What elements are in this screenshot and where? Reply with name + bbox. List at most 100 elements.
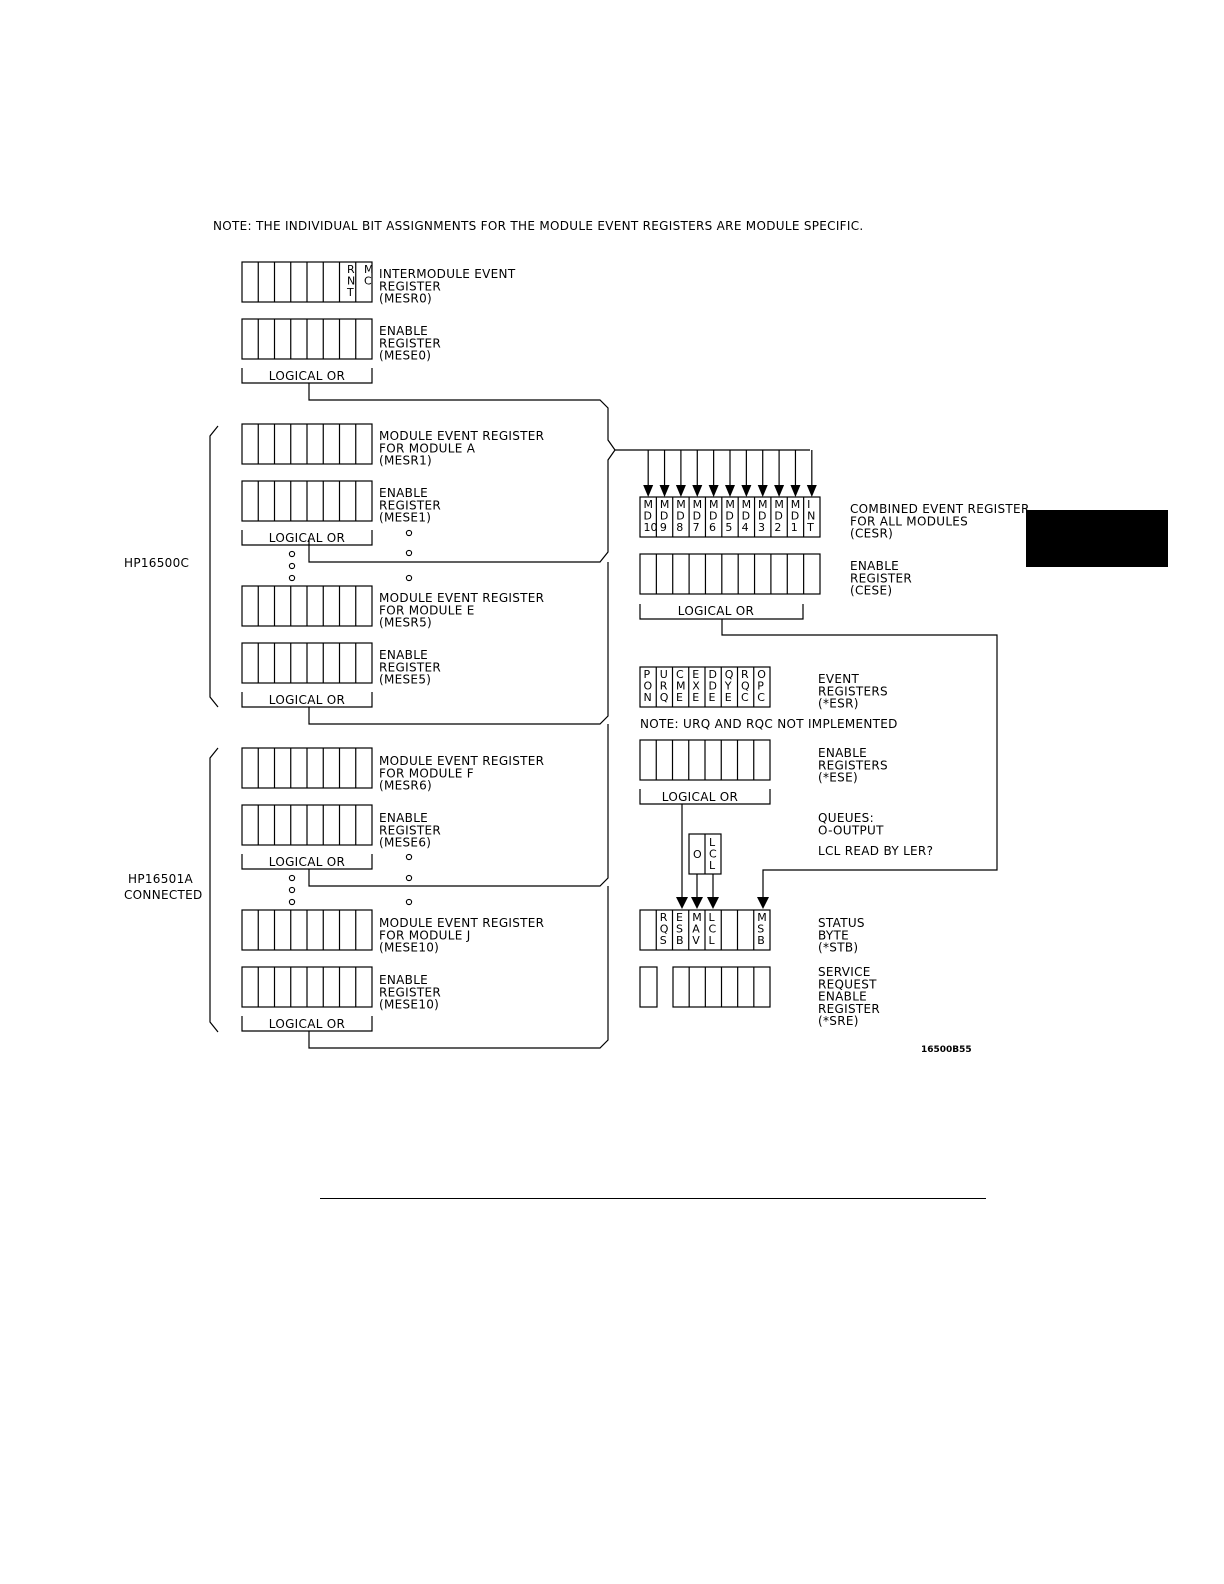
note-text: NOTE: THE INDIVIDUAL BIT ASSIGNMENTS FOR… [213, 219, 864, 233]
logical-or-bracket: LOGICAL OR [639, 604, 804, 620]
chapter-tab [1026, 510, 1168, 567]
figure-id: 16500B55 [921, 1045, 972, 1055]
arrowhead [790, 485, 801, 497]
or-output-bus [308, 886, 609, 1049]
or-output-bus [308, 562, 609, 725]
logical-or-bracket: LOGICAL OR [241, 368, 373, 384]
arrowhead [757, 485, 768, 497]
queue-o: O [693, 848, 702, 861]
arrowhead [676, 897, 688, 909]
hp16500c-label: HP16500C [124, 556, 189, 570]
arrowhead [741, 485, 752, 497]
arrowhead [643, 485, 654, 497]
logical-or-bracket: LOGICAL OR [639, 789, 771, 805]
logical-or-label: LOGICAL OR [678, 604, 754, 618]
event-note: NOTE: URQ AND RQC NOT IMPLEMENTED [640, 717, 898, 731]
logical-or-bracket: LOGICAL OR [241, 692, 373, 708]
queues-label: QUEUES:O-OUTPUT [818, 811, 884, 837]
logical-or-bracket: LOGICAL OR [241, 530, 373, 546]
arrowhead [774, 485, 785, 497]
ellipsis-dots [288, 853, 413, 906]
logical-or-label: LOGICAL OR [269, 531, 345, 545]
hp16501a-label: CONNECTED [124, 888, 203, 902]
hp16501a-label: HP16501A [128, 872, 194, 886]
arrowhead [806, 485, 817, 497]
footer-rule [320, 1198, 986, 1199]
ellipsis-dots [288, 529, 413, 582]
hp16500c-brace [209, 425, 219, 708]
logical-or-bracket: LOGICAL OR [241, 854, 373, 870]
cese-to-msb-wire [721, 619, 998, 900]
arrowhead [708, 485, 719, 497]
arrowhead [675, 485, 686, 497]
arrowhead [692, 485, 703, 497]
logical-or-label: LOGICAL OR [269, 855, 345, 869]
fanout-arrows [643, 450, 817, 497]
arrowhead [659, 485, 670, 497]
arrowhead [757, 897, 769, 909]
or-output-bus [308, 724, 609, 887]
logical-or-label: LOGICAL OR [662, 790, 738, 804]
arrowhead [725, 485, 735, 497]
logical-or-label: LOGICAL OR [269, 1017, 345, 1031]
or-output-bus [308, 383, 616, 563]
